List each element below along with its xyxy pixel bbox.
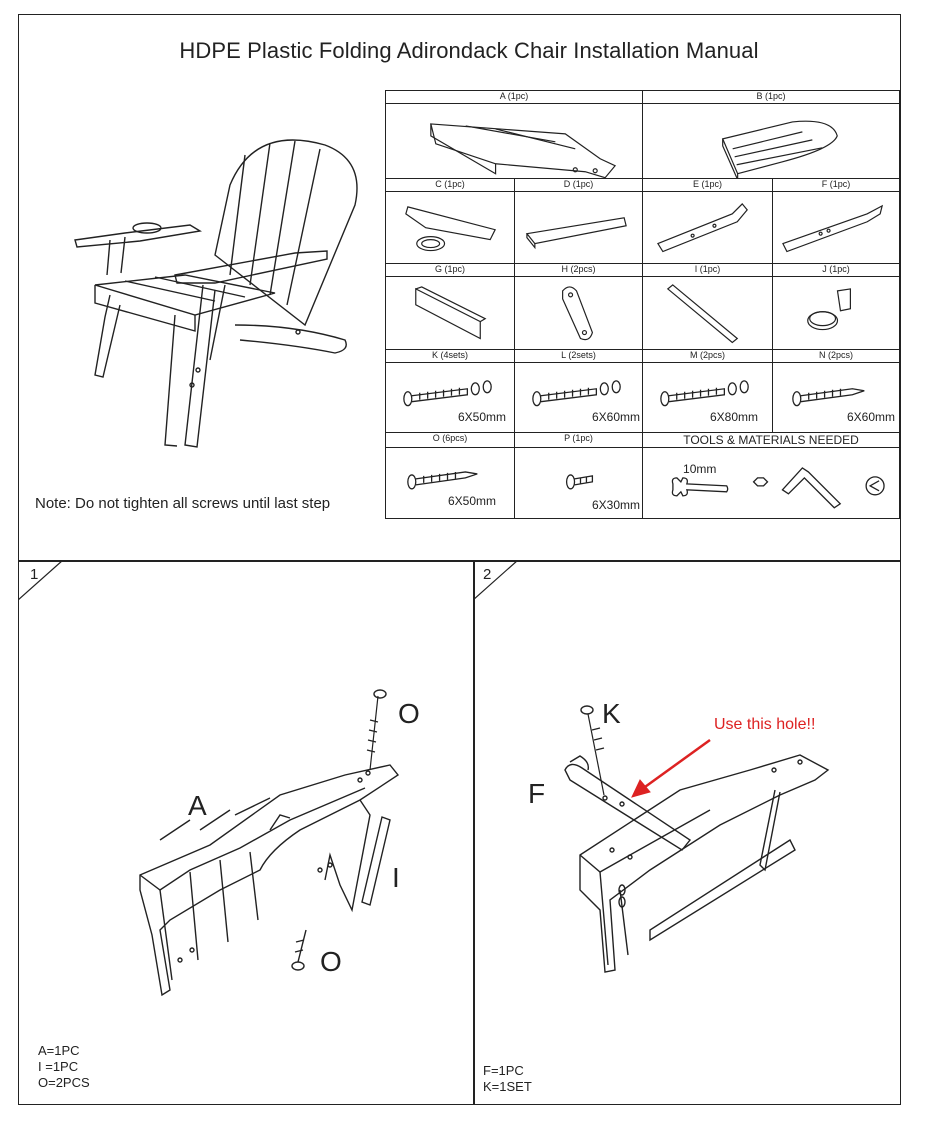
screw-N-icon bbox=[792, 387, 865, 406]
screwdriver-icon bbox=[865, 476, 885, 496]
part-J-drawing bbox=[807, 288, 852, 331]
part-label-P: P (1pc) bbox=[513, 432, 644, 449]
screw-P-icon bbox=[565, 474, 594, 490]
step2-qty-2: K=1SET bbox=[483, 1079, 532, 1094]
tools-cell: 10mm bbox=[642, 447, 901, 519]
part-O-cell: 6X50mm bbox=[385, 447, 515, 519]
allen-key-icon bbox=[781, 467, 842, 509]
part-C-drawing bbox=[405, 205, 497, 251]
part-label-H: H (2pcs) bbox=[513, 263, 644, 278]
part-G-cell bbox=[385, 276, 515, 350]
step2-corner-mark bbox=[473, 560, 519, 601]
wrench-icon bbox=[671, 477, 729, 497]
part-label-C: C (1pc) bbox=[385, 177, 515, 192]
step1-quantities: A=1PC I =1PC O=2PCS bbox=[38, 1043, 90, 1091]
assembly-note: Note: Do not tighten all screws until la… bbox=[35, 495, 331, 512]
bolt-K-icon bbox=[403, 379, 492, 406]
part-F-cell bbox=[772, 190, 901, 265]
step2-number: 2 bbox=[483, 566, 492, 583]
part-P-cell: 6X30mm bbox=[513, 447, 644, 519]
part-label-J: J (1pc) bbox=[772, 263, 901, 278]
part-label-F: F (1pc) bbox=[772, 177, 901, 192]
screw-N-size: 6X60mm bbox=[847, 410, 896, 425]
step1-qty-3: O=2PCS bbox=[38, 1075, 90, 1090]
part-M-cell: 6X80mm bbox=[642, 361, 774, 434]
top-panel bbox=[18, 14, 901, 562]
part-B-cell bbox=[642, 103, 901, 179]
bolt-K-size: 6X50mm bbox=[457, 410, 506, 425]
part-F-drawing bbox=[782, 204, 884, 252]
step2-illustration bbox=[564, 705, 830, 973]
part-label-M: M (2pcs) bbox=[642, 348, 774, 363]
part-C-cell bbox=[385, 190, 515, 265]
part-H-drawing bbox=[562, 286, 594, 341]
part-label-I: I (1pc) bbox=[642, 263, 774, 278]
step1-label-I: I bbox=[392, 862, 400, 893]
part-label-A: A (1pc) bbox=[384, 90, 644, 104]
step2-label-F: F bbox=[528, 778, 546, 809]
part-label-B: B (1pc) bbox=[642, 90, 901, 104]
step2-quantities: F=1PC K=1SET bbox=[483, 1063, 532, 1095]
step1-illustration bbox=[139, 689, 400, 997]
assembled-chair-illustration bbox=[74, 139, 358, 448]
step1-corner-mark bbox=[18, 560, 64, 601]
part-L-cell: 6X60mm bbox=[513, 361, 644, 434]
manual-title: HDPE Plastic Folding Adirondack Chair In… bbox=[179, 38, 759, 63]
part-E-cell bbox=[642, 190, 774, 265]
part-G-drawing bbox=[415, 286, 487, 340]
hex-nut-icon bbox=[752, 477, 769, 487]
part-label-E: E (1pc) bbox=[642, 177, 774, 192]
bolt-L-size: 6X60mm bbox=[591, 410, 641, 425]
step2-qty-1: F=1PC bbox=[483, 1063, 524, 1078]
part-N-cell: 6X60mm bbox=[772, 361, 901, 434]
step1-label-O-top: O bbox=[398, 698, 420, 729]
bolt-L-icon bbox=[532, 379, 621, 406]
part-J-cell bbox=[772, 276, 901, 350]
part-A-cell bbox=[384, 103, 644, 179]
part-label-O: O (6pcs) bbox=[385, 432, 515, 449]
part-label-L: L (2sets) bbox=[513, 348, 644, 363]
step1-qty-2: I =1PC bbox=[38, 1059, 79, 1074]
part-label-G: G (1pc) bbox=[385, 263, 515, 278]
tools-drawing bbox=[671, 467, 885, 509]
screw-O-icon bbox=[407, 471, 478, 490]
step1-panel bbox=[18, 560, 475, 1105]
parts-list-table: A (1pc) B (1pc) C (1pc) bbox=[384, 90, 901, 519]
part-I-drawing bbox=[666, 284, 739, 344]
wrench-size: 10mm bbox=[683, 462, 717, 477]
step1-label-O-bottom: O bbox=[320, 946, 342, 977]
step1-label-A: A bbox=[188, 790, 207, 821]
part-E-drawing bbox=[657, 202, 748, 252]
bolt-M-size: 6X80mm bbox=[709, 410, 759, 425]
part-A-drawing bbox=[430, 123, 617, 178]
screw-P-size: 6X30mm bbox=[591, 497, 641, 512]
part-D-cell bbox=[513, 190, 644, 265]
step1-number: 1 bbox=[30, 566, 39, 583]
step2-callout: Use this hole!! bbox=[714, 716, 816, 733]
part-label-D: D (1pc) bbox=[513, 177, 644, 192]
part-B-drawing bbox=[721, 120, 838, 178]
part-I-cell bbox=[642, 276, 774, 350]
screw-O-size: 6X50mm bbox=[447, 493, 496, 508]
part-K-cell: 6X50mm bbox=[385, 361, 515, 434]
step2-label-K: K bbox=[602, 698, 621, 729]
part-D-drawing bbox=[525, 216, 627, 249]
bolt-M-icon bbox=[660, 379, 749, 406]
step1-qty-1: A=1PC bbox=[38, 1043, 80, 1058]
part-label-K: K (4sets) bbox=[385, 348, 515, 363]
tools-header: TOOLS & MATERIALS NEEDED bbox=[642, 432, 901, 449]
part-label-N: N (2pcs) bbox=[772, 348, 901, 363]
part-H-cell bbox=[513, 276, 644, 350]
step2-panel bbox=[473, 560, 901, 1105]
